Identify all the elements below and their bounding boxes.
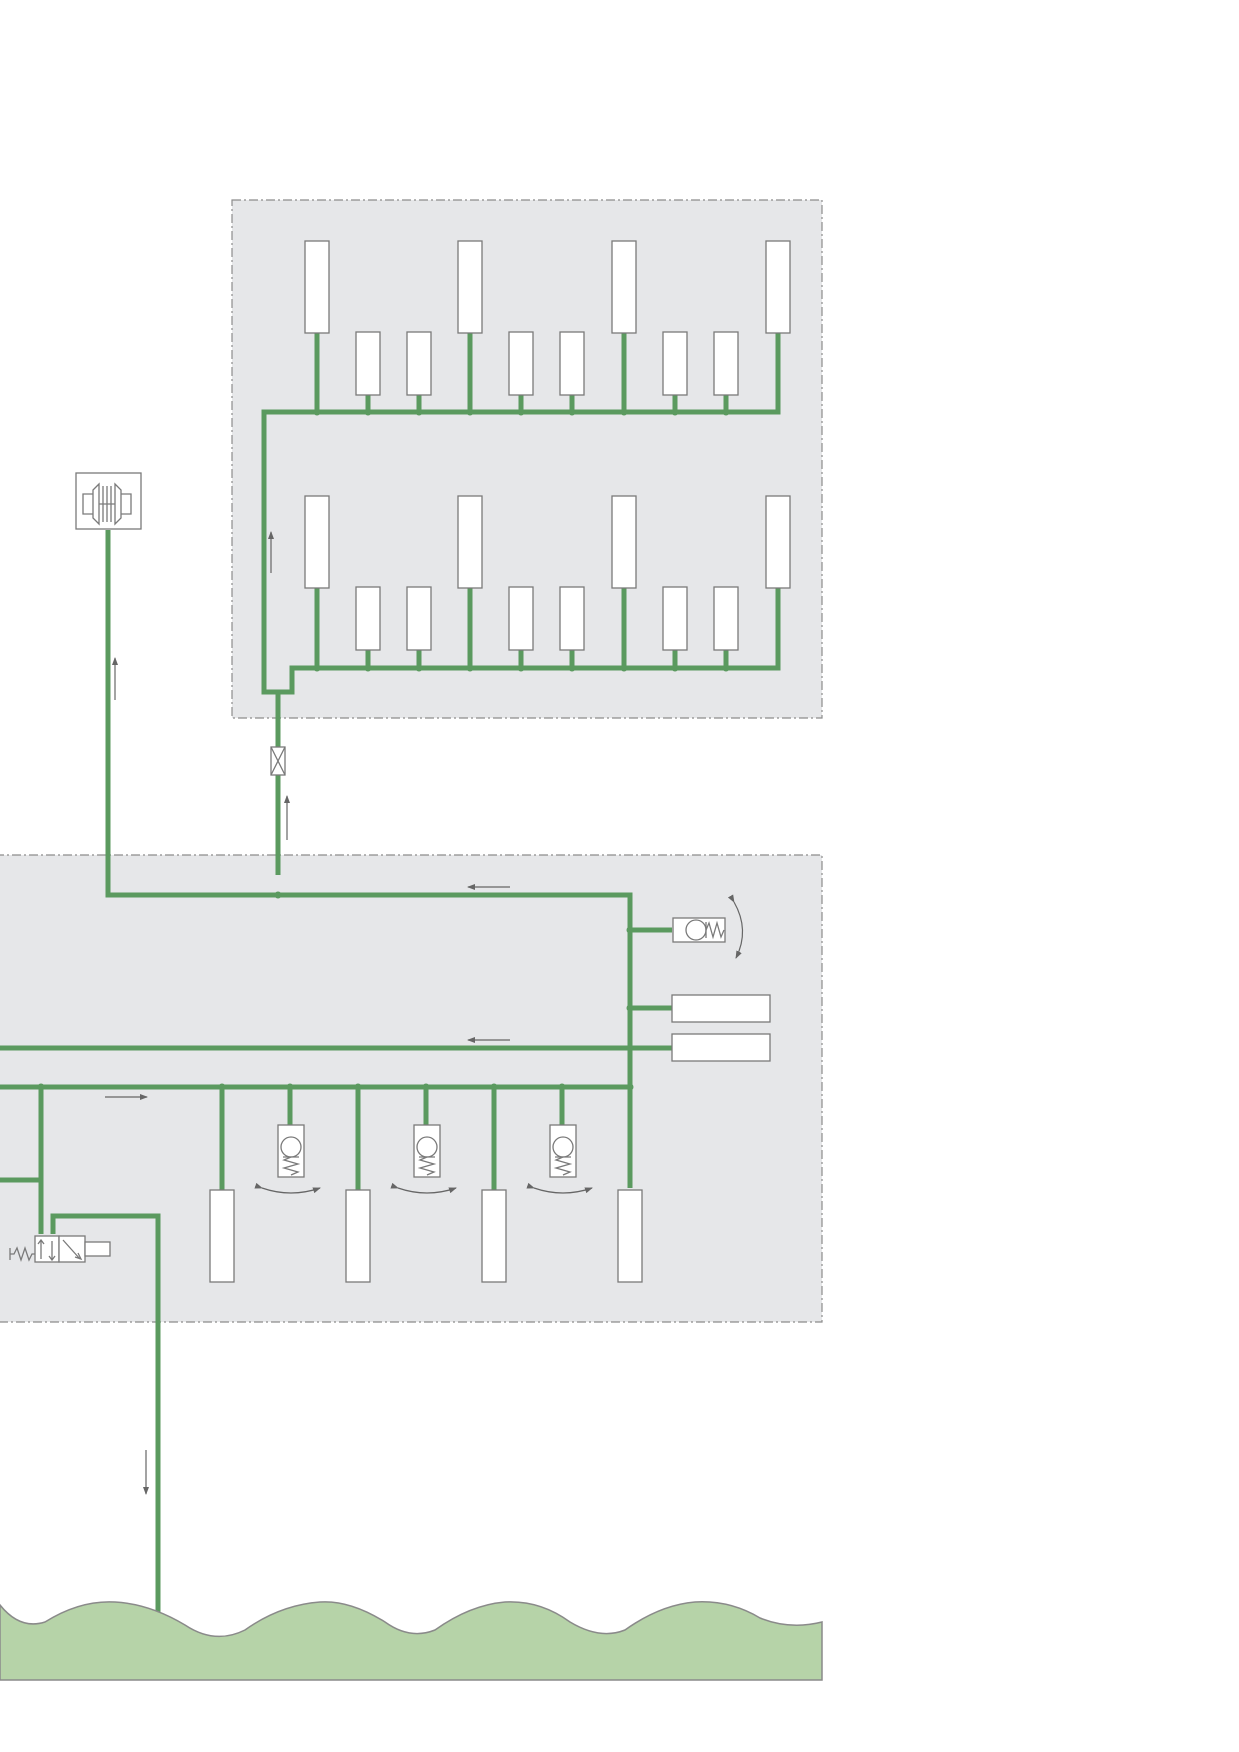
turbine-icon	[75, 472, 142, 530]
water-surface-icon	[0, 1601, 823, 1681]
short-unit	[559, 586, 585, 651]
spring-check-valve-icon	[254, 1124, 321, 1194]
short-unit	[355, 331, 381, 396]
short-unit	[355, 586, 381, 651]
turbine-supply-pipe	[105, 530, 278, 898]
tall-unit	[304, 240, 330, 334]
right-unit-upper	[671, 994, 771, 1023]
short-unit	[406, 586, 432, 651]
lower-manifold-piping	[0, 892, 672, 1640]
tall-unit	[765, 240, 791, 334]
tall-unit	[611, 240, 637, 334]
lower-junction-dots	[37, 891, 634, 1091]
tall-unit	[209, 1189, 235, 1283]
tall-unit	[481, 1189, 507, 1283]
inline-valve-icon	[270, 746, 286, 776]
tall-unit	[457, 495, 483, 589]
tall-unit	[457, 240, 483, 334]
upper-junction-dots	[313, 408, 730, 672]
upper-row-2-units	[304, 495, 791, 651]
tall-unit	[345, 1189, 371, 1283]
short-unit	[559, 331, 585, 396]
spring-check-valve-icon	[526, 1124, 593, 1194]
short-unit	[662, 586, 688, 651]
lower-units	[209, 1189, 643, 1283]
upper-manifold-piping	[261, 330, 781, 875]
right-unit-lower	[671, 1033, 771, 1062]
short-unit	[508, 331, 534, 396]
short-unit	[713, 586, 739, 651]
short-unit	[662, 331, 688, 396]
short-unit	[508, 586, 534, 651]
spring-check-valve-icon	[390, 1124, 457, 1194]
short-unit	[713, 331, 739, 396]
tall-unit	[765, 495, 791, 589]
tall-unit	[617, 1189, 643, 1283]
solenoid-valve-icon	[9, 1235, 111, 1263]
tall-unit	[611, 495, 637, 589]
flow-arrow-icon	[105, 531, 510, 1495]
short-unit	[406, 331, 432, 396]
tall-unit	[304, 495, 330, 589]
upper-row-1-units	[304, 240, 791, 396]
spring-check-valve-icon	[672, 894, 744, 959]
